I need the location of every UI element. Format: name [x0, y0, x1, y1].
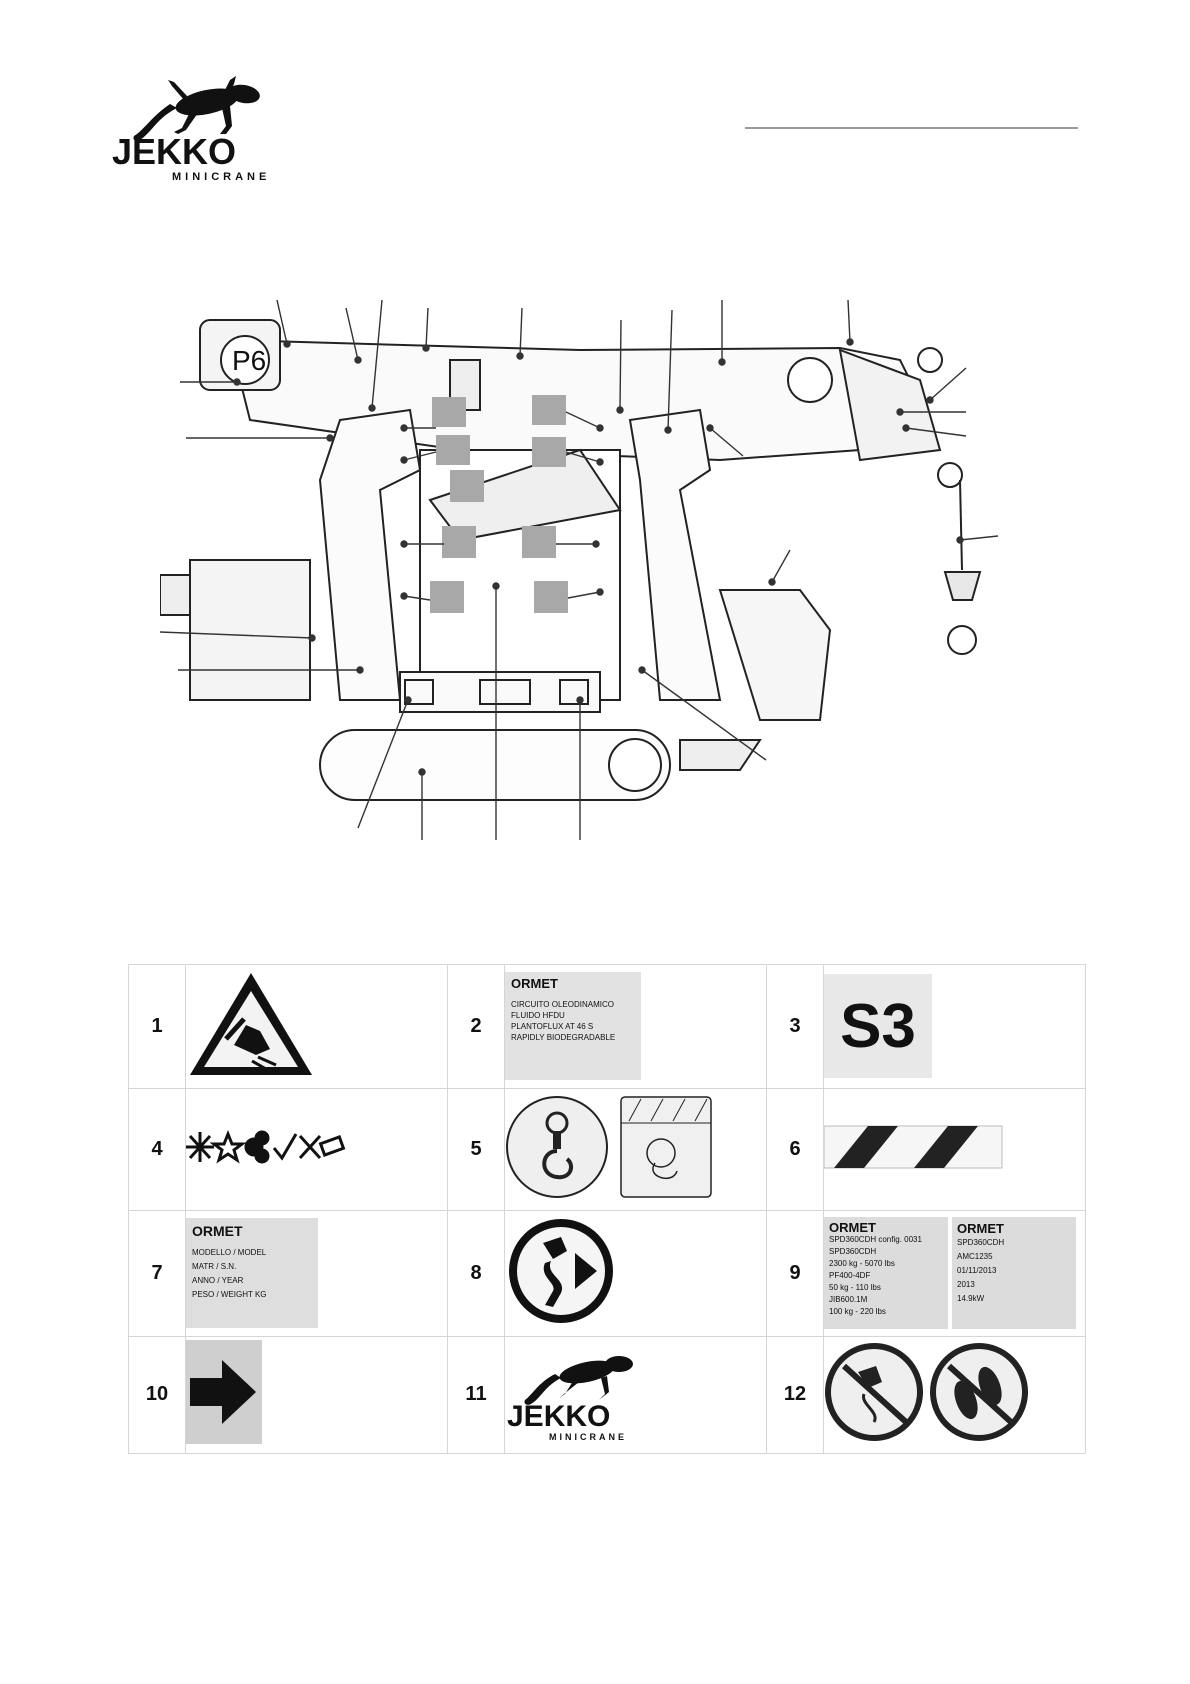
plate-line: PLANTOFLUX AT 46 S: [511, 1022, 594, 1032]
crush-hand-warning-icon: [190, 972, 312, 1075]
label-legend-table: 1 2 ORMET CIRCUITO OLEODINAMICO FLUIDO H…: [128, 964, 1086, 1455]
plate-line: JIB600.1M: [829, 1295, 868, 1305]
legend-number: 8: [447, 1209, 505, 1337]
plate-line: MODELLO / MODEL: [192, 1248, 267, 1258]
legend-image-12: [823, 1335, 1086, 1455]
sling-direction-icon: [509, 1218, 613, 1323]
logo-wordmark: JEKKO: [112, 131, 236, 172]
plate-brand: ORMET: [957, 1221, 1004, 1237]
plate-line: 2013: [957, 1280, 975, 1290]
hook-lifting-point-icon: [506, 1095, 712, 1198]
prohibition-icons: [825, 1343, 1028, 1442]
rating-plate-right: ORMET SPD360CDH AMC1235 01/11/2013 2013 …: [952, 1217, 1076, 1330]
header-rule: [745, 127, 1078, 129]
legend-image-7: ORMET MODELLO / MODEL MATR / S.N. ANNO /…: [185, 1209, 448, 1337]
s3-label: S3: [824, 974, 932, 1079]
legend-row: 10 11 JEKKO MINICRANE 12: [128, 1335, 1086, 1455]
jekko-logo-icon: JEKKO MINICRANE: [507, 1356, 633, 1442]
ormet-id-plate: ORMET MODELLO / MODEL MATR / S.N. ANNO /…: [186, 1218, 318, 1329]
legend-image-4: [185, 1087, 448, 1211]
hazard-stripes-icon: [823, 1125, 1003, 1169]
legend-number: 7: [128, 1209, 186, 1337]
legend-row: 1 2 ORMET CIRCUITO OLEODINAMICO FLUIDO H…: [128, 964, 1086, 1089]
legend-image-3: S3: [823, 964, 1086, 1089]
plate-line: PF400-4DF: [829, 1271, 871, 1281]
plate-line: MATR / S.N.: [192, 1262, 237, 1272]
logo-subtitle: MINICRANE: [172, 171, 270, 182]
s3-text: S3: [840, 991, 916, 1061]
plate-line: ANNO / YEAR: [192, 1276, 244, 1286]
plate-line: RAPIDLY BIODEGRADABLE: [511, 1033, 616, 1043]
legend-number: 2: [447, 964, 505, 1089]
legend-image-8: [504, 1209, 767, 1337]
ormet-rating-plates: ORMET SPD360CDH config. 0031 SPD360CDH 2…: [824, 1217, 1085, 1330]
plate-line: FLUIDO HFDU: [511, 1011, 565, 1021]
legend-image-5: [504, 1087, 767, 1211]
plate-brand: ORMET: [829, 1220, 876, 1236]
plate-brand: ORMET: [192, 1223, 243, 1240]
legend-image-10: [185, 1335, 448, 1455]
plate-line: AMC1235: [957, 1252, 993, 1262]
plate-line: 01/11/2013: [957, 1266, 997, 1276]
plate-line: 50 kg - 110 lbs: [829, 1283, 881, 1293]
plate-line: 100 kg - 220 lbs: [829, 1307, 886, 1317]
legend-number: 6: [766, 1087, 824, 1211]
crane-label-location-diagram: P6: [160, 300, 999, 840]
boom-marking-text: P6: [232, 345, 266, 376]
plate-line: SPD360CDH config. 0031: [829, 1235, 922, 1245]
logo-subtitle: MINICRANE: [549, 1432, 627, 1442]
plate-line: SPD360CDH: [957, 1238, 1005, 1248]
logo-wordmark: JEKKO: [507, 1400, 610, 1433]
legend-number: 9: [766, 1209, 824, 1337]
control-symbols-icon: [186, 1129, 346, 1164]
ormet-oil-circuit-plate: ORMET CIRCUITO OLEODINAMICO FLUIDO HFDU …: [505, 972, 641, 1081]
legend-number: 1: [128, 964, 186, 1089]
plate-line: SPD360CDH: [829, 1247, 877, 1257]
legend-row: 4 5: [128, 1087, 1086, 1211]
legend-image-1: [185, 964, 448, 1089]
legend-image-6: [823, 1087, 1086, 1211]
legend-number: 12: [766, 1335, 824, 1455]
plate-brand: ORMET: [511, 976, 558, 992]
legend-number: 5: [447, 1087, 505, 1211]
legend-number: 10: [128, 1335, 186, 1455]
legend-number: 4: [128, 1087, 186, 1211]
legend-image-9: ORMET SPD360CDH config. 0031 SPD360CDH 2…: [823, 1209, 1086, 1337]
plate-line: 2300 kg - 5070 lbs: [829, 1259, 895, 1269]
jekko-minicrane-logo: JEKKO MINICRANE: [112, 76, 270, 182]
legend-number: 3: [766, 964, 824, 1089]
plate-line: CIRCUITO OLEODINAMICO: [511, 1000, 614, 1010]
legend-image-2: ORMET CIRCUITO OLEODINAMICO FLUIDO HFDU …: [504, 964, 767, 1089]
legend-image-11: JEKKO MINICRANE: [504, 1335, 767, 1455]
plate-line: 14.9kW: [957, 1294, 985, 1304]
legend-row: 7 ORMET MODELLO / MODEL MATR / S.N. ANNO…: [128, 1209, 1086, 1337]
plate-line: PESO / WEIGHT KG: [192, 1290, 267, 1300]
rating-plate-left: ORMET SPD360CDH config. 0031 SPD360CDH 2…: [824, 1217, 948, 1330]
legend-number: 11: [447, 1335, 505, 1455]
arrow-right-icon: [186, 1340, 262, 1445]
